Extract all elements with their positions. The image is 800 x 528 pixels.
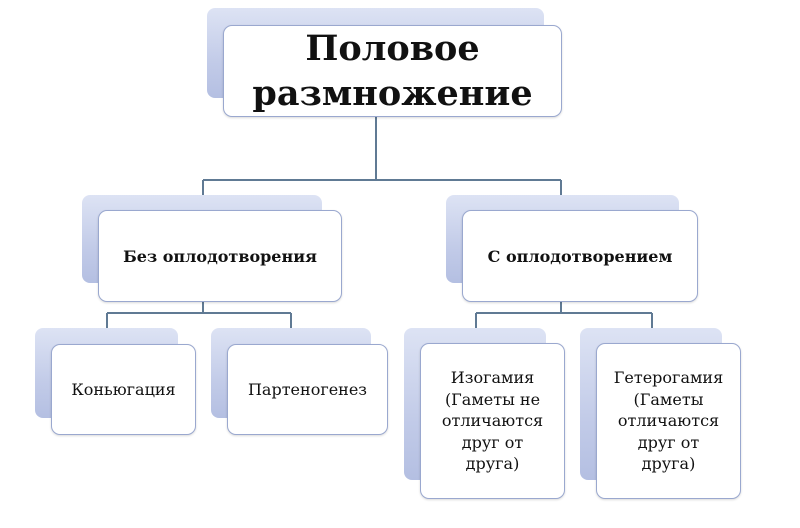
node-with-fertilization-label: С оплодотворением bbox=[462, 210, 698, 302]
node-without-fertilization-label: Без оплодотворения bbox=[98, 210, 342, 302]
node-parthenogenesis-label: Партеногенез bbox=[227, 344, 388, 435]
node-conjugation-label: Коньюгация bbox=[51, 344, 196, 435]
